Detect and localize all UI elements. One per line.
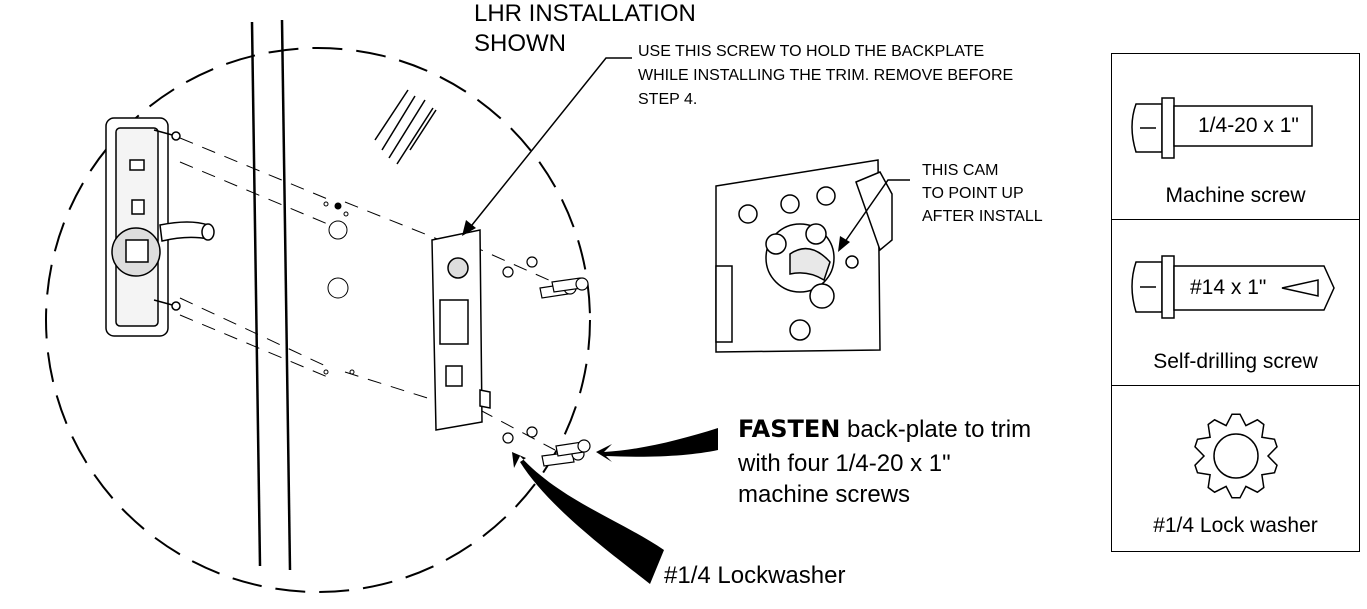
machine-screw-icon <box>1131 97 1313 159</box>
cam-callout-line3: AFTER INSTALL <box>922 208 1043 225</box>
install-title-line1: LHR INSTALLATION <box>474 0 696 27</box>
cam-callout-leader <box>841 179 910 247</box>
self-drilling-screw-size: #14 x 1" <box>1190 276 1267 299</box>
fasten-callout-line2: with four 1/4-20 x 1" <box>738 450 951 477</box>
legend-cell-self-drilling-screw: #14 x 1" Self-drilling screw <box>1112 220 1359 386</box>
fastener-group-bottom <box>502 426 591 467</box>
fasten-callout-line1: FASTEN back-plate to trim <box>738 415 1032 444</box>
fastener-legend: 1/4-20 x 1" Machine screw #14 x 1" Self-… <box>1111 53 1360 552</box>
cam-callout-arrowhead <box>838 236 850 252</box>
machine-screw-size: 1/4-20 x 1" <box>1198 114 1299 137</box>
fastener-group-top <box>502 256 589 299</box>
glass-hatch <box>374 89 437 165</box>
screw-callout-line3: STEP 4. <box>638 91 698 108</box>
cam-callout-line1: THIS CAM <box>922 162 999 179</box>
legend-cell-machine-screw: 1/4-20 x 1" Machine screw <box>1112 54 1359 220</box>
legend-cell-lock-washer: #1/4 Lock washer <box>1112 386 1359 551</box>
door-edge-line <box>280 19 292 571</box>
lockwasher-callout: #1/4 Lockwasher <box>664 562 846 589</box>
door-holes <box>323 201 355 375</box>
lockwasher-arrow <box>512 452 664 584</box>
cam-detail <box>715 159 893 353</box>
screw-callout-arrowhead <box>462 220 476 236</box>
exit-trim <box>105 117 215 337</box>
legend-label-machine-screw: Machine screw <box>1165 184 1306 207</box>
detail-circle <box>45 47 591 593</box>
lock-washer-icon <box>1194 413 1278 499</box>
fasten-line1-rest: back-plate to trim <box>840 416 1032 443</box>
screw-callout-line1: USE THIS SCREW TO HOLD THE BACKPLATE <box>638 43 985 60</box>
door-edge-line <box>250 21 262 567</box>
legend-label-self-drilling-screw: Self-drilling screw <box>1153 350 1318 373</box>
fasten-callout-line3: machine screws <box>738 481 911 508</box>
screw-callout-line2: WHILE INSTALLING THE TRIM. REMOVE BEFORE <box>638 67 1014 84</box>
fasten-keyword: FASTEN <box>738 415 841 443</box>
cam-callout-line2: TO POINT UP <box>922 185 1024 202</box>
install-title-line2: SHOWN <box>474 30 566 57</box>
alignment-lines <box>179 137 561 451</box>
legend-label-lock-washer: #1/4 Lock washer <box>1153 514 1318 537</box>
backplate <box>431 229 491 431</box>
fasten-arrow <box>596 428 718 462</box>
self-drilling-screw-icon <box>1131 255 1335 319</box>
screw-callout-leader <box>467 57 632 231</box>
